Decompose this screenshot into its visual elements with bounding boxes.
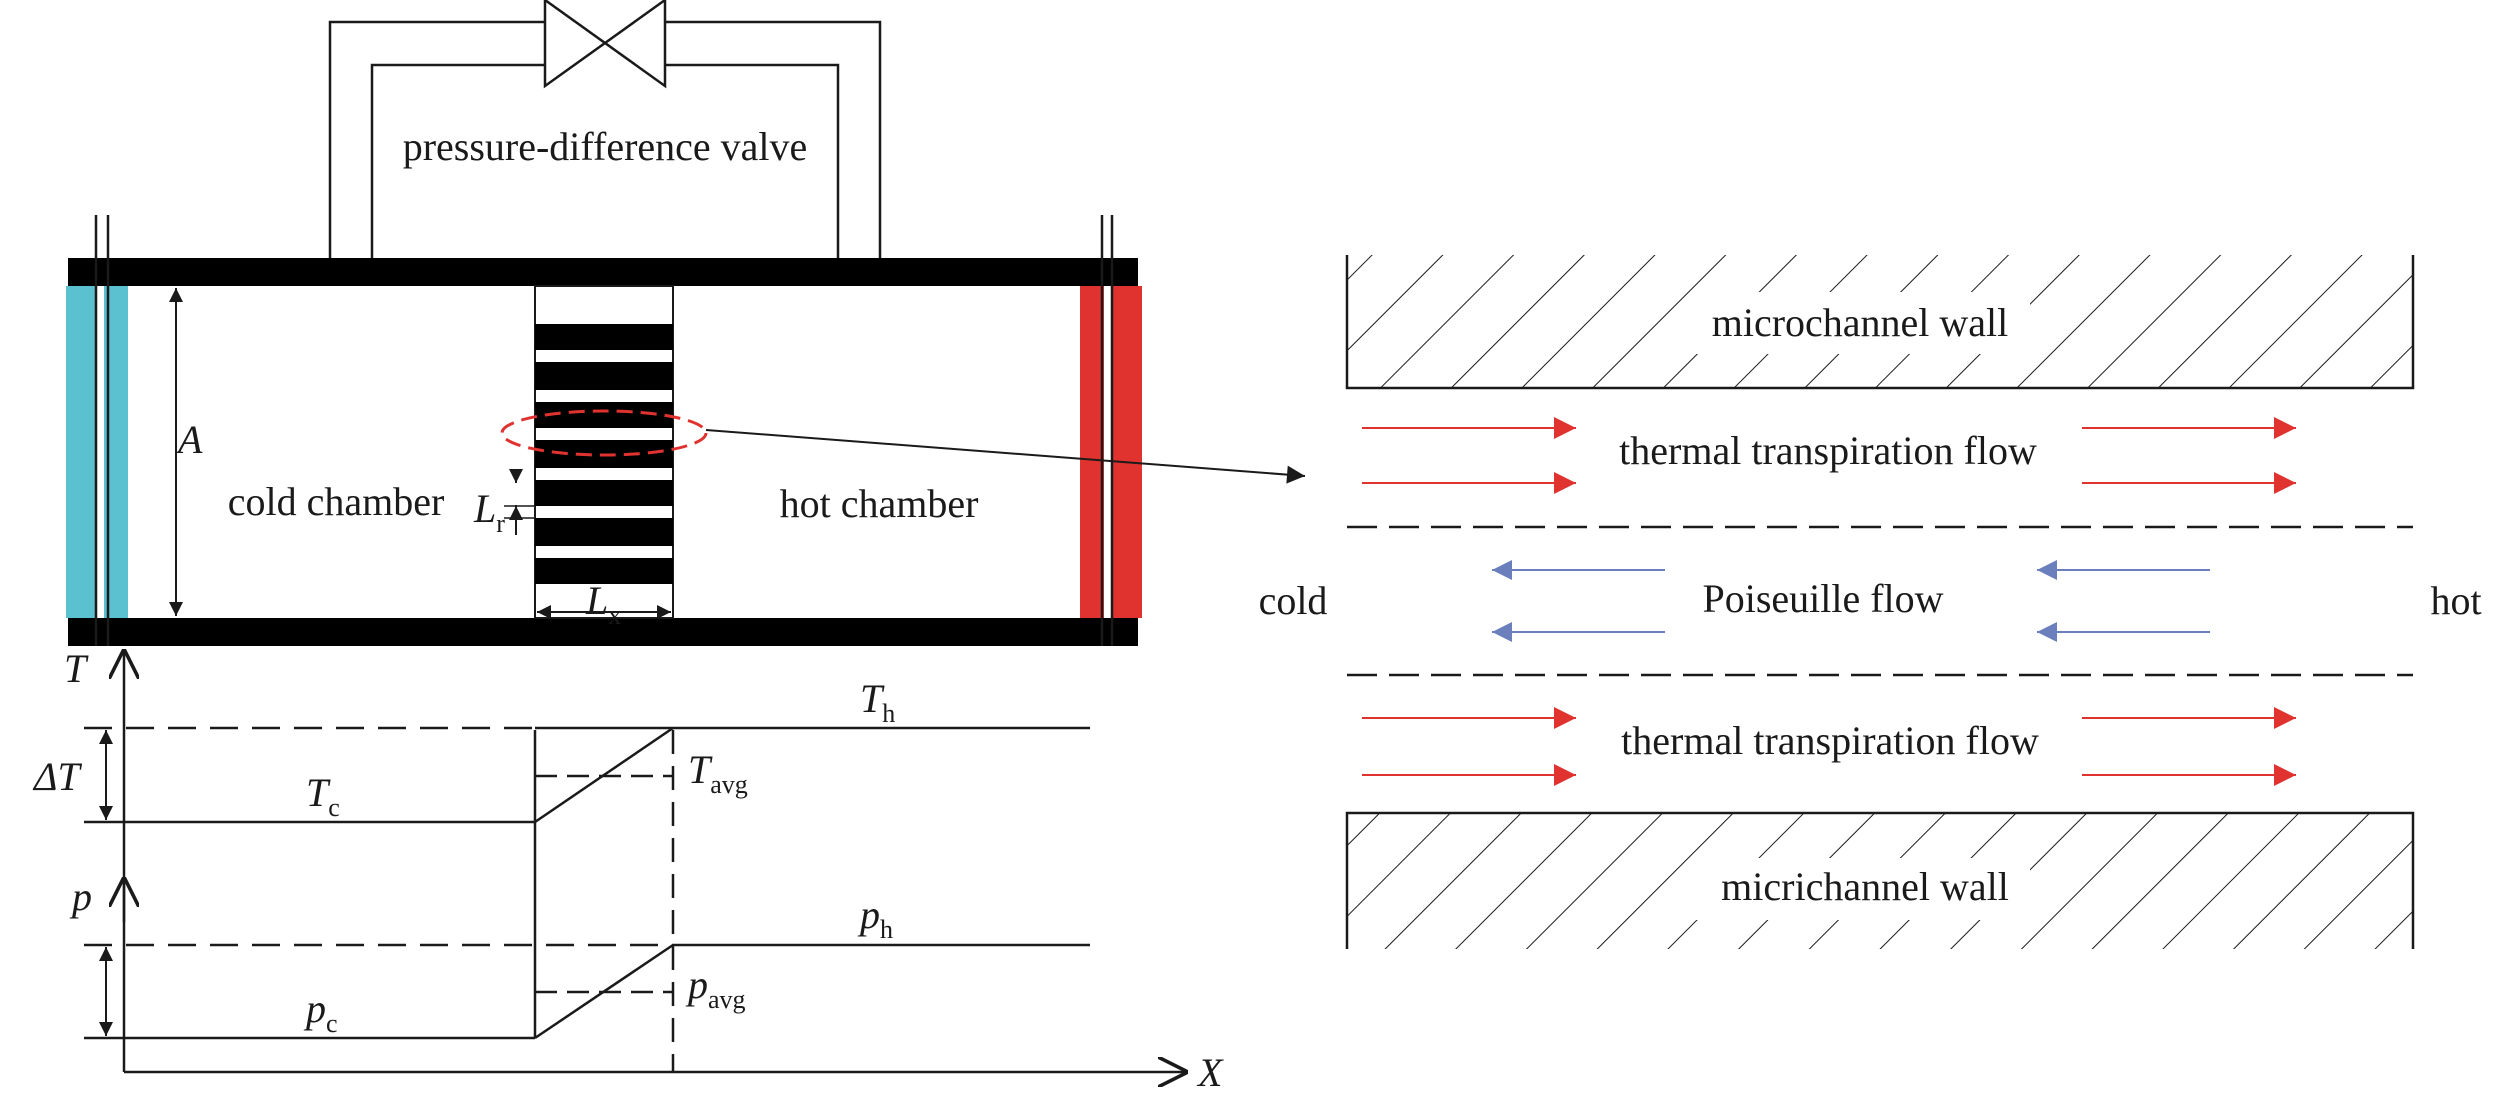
thermal-arrows-top <box>1362 417 2296 494</box>
cold-chamber-label: cold chamber <box>228 479 445 524</box>
p-axis-label: p <box>69 874 92 919</box>
x-axis-label: X <box>1196 1050 1224 1095</box>
thermal-flow-top-label: thermal transpiration flow <box>1619 428 2037 473</box>
left-apparatus <box>66 0 1306 646</box>
zoom-pointer-arrow <box>705 429 1306 484</box>
bottom-wall-label: micrichannel wall <box>1721 864 2009 909</box>
thermal-flow-bottom-label: thermal transpiration flow <box>1621 718 2039 763</box>
poiseuille-label: Poiseuille flow <box>1702 576 1943 621</box>
valve-label: pressure-difference valve <box>403 124 808 169</box>
hot-chamber-label: hot chamber <box>780 481 979 526</box>
valve-pipe-inner <box>370 63 840 258</box>
p-avg-label: pavg <box>685 962 746 1014</box>
p-cold-label: pc <box>303 986 338 1038</box>
hot-plate-outer <box>1112 286 1142 618</box>
poiseuille-arrows <box>1492 560 2210 642</box>
zoom-ellipse <box>500 409 708 457</box>
channel-gap-label: Lr <box>473 486 505 538</box>
delta-t-label: ΔT <box>32 754 82 799</box>
thermal-arrows-bottom <box>1362 707 2296 786</box>
hot-label: hot <box>2430 578 2481 623</box>
p-hot-label: ph <box>857 892 893 944</box>
valve-icon <box>543 0 667 89</box>
profile-plots <box>84 652 1185 1072</box>
bottom-wall <box>68 618 1138 646</box>
channel-length-label: Lx <box>585 578 621 630</box>
cold-plate-outer <box>66 286 96 618</box>
top-wall <box>68 258 1138 286</box>
height-symbol: A <box>175 417 203 462</box>
t-avg-label: Tavg <box>688 747 748 799</box>
hot-plate-inner <box>1080 286 1104 618</box>
right-microchannel: microchannel wall micrichannel wall ther… <box>1259 255 2482 949</box>
t-cold-label: Tc <box>306 770 340 822</box>
top-wall-label: microchannel wall <box>1712 300 2009 345</box>
t-hot-label: Th <box>860 676 895 728</box>
valve-pipe-outer <box>328 20 882 258</box>
cold-label: cold <box>1259 578 1328 623</box>
t-axis-label: T <box>64 646 89 691</box>
